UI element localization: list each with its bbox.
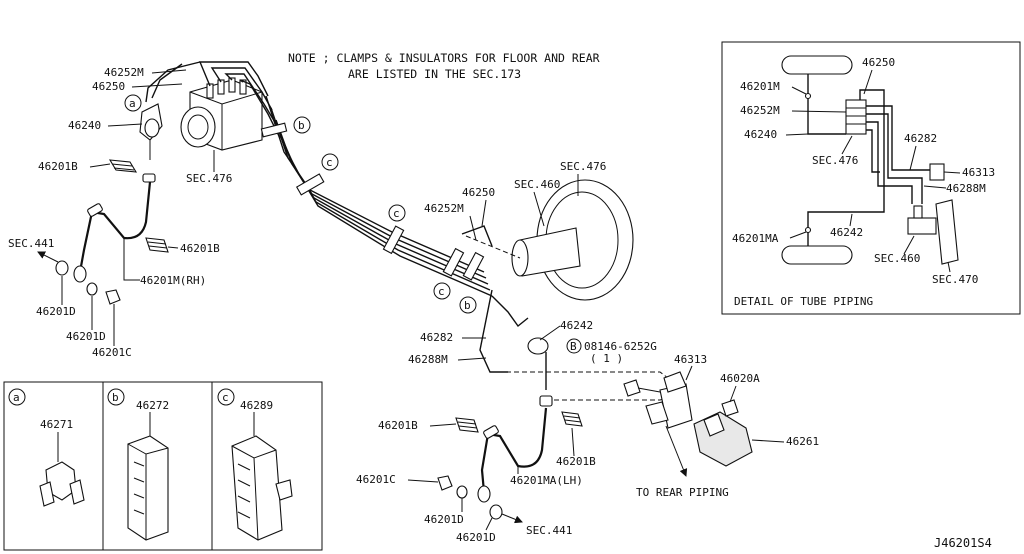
label-46261: 46261 bbox=[786, 435, 819, 448]
detail-label-46240: 46240 bbox=[744, 128, 777, 141]
detail-sec476: SEC.476 bbox=[812, 154, 858, 167]
marker-B: B bbox=[570, 340, 577, 353]
left-labels: 46252M 46250 46240 SEC.476 46201B bbox=[38, 66, 232, 185]
inset-marker-b: b bbox=[112, 391, 119, 404]
left-lower: SEC.441 46201D 46201D 46201C bbox=[8, 237, 132, 359]
note-line-2: ARE LISTED IN THE SEC.173 bbox=[348, 67, 521, 81]
label-sec441-left: SEC.441 bbox=[8, 237, 54, 250]
detail-label-46288M: 46288M bbox=[946, 182, 986, 195]
label-46201D-2: 46201D bbox=[66, 330, 106, 343]
hose-46201M-rh: 46201B 46201M(RH) bbox=[73, 159, 220, 287]
label-46201B-1: 46201B bbox=[38, 160, 78, 173]
marker-b-1: b bbox=[298, 119, 305, 132]
inset-marker-c: c bbox=[222, 391, 229, 404]
inset-part-46271: 46271 bbox=[40, 418, 73, 431]
inset-part-46289: 46289 bbox=[240, 399, 273, 412]
label-bolt-qty: ( 1 ) bbox=[590, 352, 623, 365]
master-cylinder: SEC.476 SEC.460 46250 46252M bbox=[424, 160, 634, 301]
label-to-rear-piping: TO REAR PIPING bbox=[636, 486, 729, 499]
detail-label-46201M: 46201M bbox=[740, 80, 780, 93]
label-46201B-3: 46201B bbox=[378, 419, 418, 432]
marker-c-2: c bbox=[393, 207, 400, 220]
bundle-markers: b c c c b a bbox=[124, 94, 477, 314]
marker-a-1: a bbox=[129, 97, 136, 110]
detail-sec470: SEC.470 bbox=[932, 273, 978, 286]
bundle-clamps bbox=[260, 122, 485, 281]
marker-c-3: c bbox=[438, 285, 445, 298]
label-46252M-mid: 46252M bbox=[424, 202, 464, 215]
label-46201D-3: 46201D bbox=[424, 513, 464, 526]
detail-tube-piping: DETAIL OF TUBE PIPING 46250 46201M 46252… bbox=[721, 41, 1021, 315]
clamp-parts-inset: a 46271 b 46272 c 46289 bbox=[3, 381, 323, 551]
inset-marker-a: a bbox=[13, 391, 20, 404]
detail-label-46250: 46250 bbox=[862, 56, 895, 69]
detail-label-46313: 46313 bbox=[962, 166, 995, 179]
label-46313: 46313 bbox=[674, 353, 707, 366]
label-sec441-right: SEC.441 bbox=[526, 524, 572, 537]
hose-46201MA-lh: 46201B 46201B 46201MA(LH) 46201C 46201D … bbox=[356, 395, 596, 544]
marker-b-2: b bbox=[464, 299, 471, 312]
label-46252M-top: 46252M bbox=[104, 66, 144, 79]
note: NOTE ; CLAMPS & INSULATORS FOR FLOOR AND… bbox=[288, 51, 600, 81]
label-08146-6252G: 08146-6252G bbox=[584, 340, 657, 353]
label-46201M-rh: 46201M(RH) bbox=[140, 274, 206, 287]
label-46282: 46282 bbox=[420, 331, 453, 344]
detail-label-46242: 46242 bbox=[830, 226, 863, 239]
label-46240: 46240 bbox=[68, 119, 101, 132]
junction-block: 46313 46020A 46261 TO REAR PIPING bbox=[623, 353, 819, 499]
label-46288M: 46288M bbox=[408, 353, 448, 366]
detail-sec460: SEC.460 bbox=[874, 252, 920, 265]
label-46020A: 46020A bbox=[720, 372, 760, 385]
label-sec460: SEC.460 bbox=[514, 178, 560, 191]
detail-label-46201MA: 46201MA bbox=[732, 232, 779, 245]
detail-title: DETAIL OF TUBE PIPING bbox=[734, 295, 873, 308]
label-46201C-2: 46201C bbox=[356, 473, 396, 486]
label-46250-mid: 46250 bbox=[462, 186, 495, 199]
label-46201B-4: 46201B bbox=[556, 455, 596, 468]
detail-label-46252M: 46252M bbox=[740, 104, 780, 117]
label-sec476-master: SEC.476 bbox=[560, 160, 606, 173]
label-46201C-1: 46201C bbox=[92, 346, 132, 359]
inset-part-46272: 46272 bbox=[136, 399, 169, 412]
label-46242: 46242 bbox=[560, 319, 593, 332]
marker-c-1: c bbox=[326, 156, 333, 169]
abs-actuator bbox=[180, 77, 263, 151]
label-sec476-abs: SEC.476 bbox=[186, 172, 232, 185]
label-46201B-2: 46201B bbox=[180, 242, 220, 255]
label-46201D-4: 46201D bbox=[456, 531, 496, 544]
note-line-1: NOTE ; CLAMPS & INSULATORS FOR FLOOR AND… bbox=[288, 51, 600, 65]
label-46201MA-lh: 46201MA(LH) bbox=[510, 474, 583, 487]
label-46201D-1: 46201D bbox=[36, 305, 76, 318]
detail-label-46282: 46282 bbox=[904, 132, 937, 145]
bracket-46240 bbox=[139, 103, 163, 160]
label-46250-top: 46250 bbox=[92, 80, 125, 93]
diagram-id: J46201S4 bbox=[934, 536, 992, 550]
